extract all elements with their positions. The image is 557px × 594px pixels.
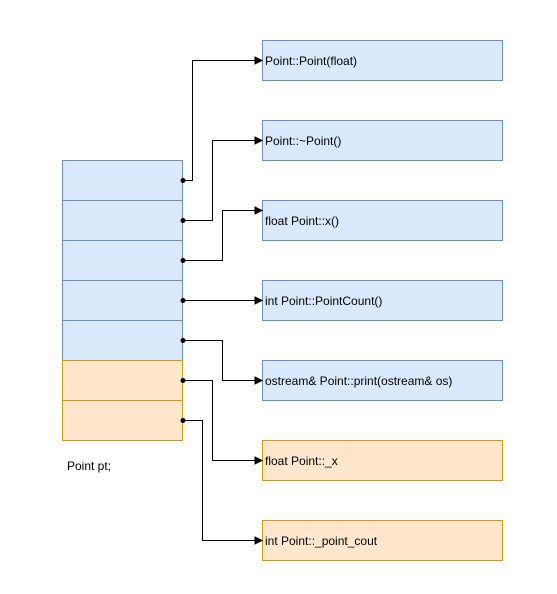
- connector-1-line: [183, 60, 255, 181]
- connector-2-line: [183, 140, 255, 221]
- slot-cell-4[interactable]: [62, 280, 183, 321]
- target-boxes: Point::Point(float) Point::~Point() floa…: [262, 40, 503, 561]
- target-box-pointcount-rect: [262, 280, 503, 321]
- target-box-destructor[interactable]: Point::~Point(): [262, 120, 503, 161]
- connector-3-arrowhead: [254, 206, 264, 215]
- slot-cell-7[interactable]: [62, 400, 183, 441]
- connector-7: [180, 418, 264, 545]
- slot-cell-6[interactable]: [62, 360, 183, 401]
- target-label-x-method: float Point::x(): [265, 214, 339, 228]
- connector-2: [180, 136, 264, 223]
- target-box-constructor[interactable]: Point::Point(float): [262, 40, 503, 81]
- slot-cell-1[interactable]: [62, 160, 183, 201]
- connector-5-line: [183, 340, 255, 381]
- target-box-pointcount[interactable]: int Point::PointCount(): [262, 280, 503, 321]
- target-label-point-cout: int Point::_point_cout: [265, 534, 378, 548]
- slot-cell-5[interactable]: [62, 320, 183, 361]
- target-label-print: ostream& Point::print(ostream& os): [265, 374, 452, 388]
- target-label-x-member: float Point::_x: [265, 454, 338, 468]
- connector-6-line: [183, 380, 255, 461]
- slot-cell-3[interactable]: [62, 240, 183, 281]
- target-label-destructor: Point::~Point(): [265, 134, 341, 148]
- target-label-pointcount: int Point::PointCount(): [265, 294, 382, 308]
- target-box-print-rect: [262, 360, 503, 401]
- connector-6: [180, 378, 264, 465]
- target-box-destructor-rect: [262, 120, 503, 161]
- object-slots: [62, 160, 183, 441]
- connector-4-arrowhead: [254, 296, 264, 305]
- connector-2-arrowhead: [254, 136, 264, 145]
- connector-1: [180, 56, 264, 183]
- connector-3-line: [183, 210, 255, 261]
- target-box-x-method[interactable]: float Point::x(): [262, 200, 503, 241]
- target-box-print[interactable]: ostream& Point::print(ostream& os): [262, 360, 503, 401]
- connector-1-arrowhead: [254, 56, 264, 65]
- connector-6-arrowhead: [254, 456, 264, 465]
- connector-4: [180, 296, 264, 305]
- connectors: [180, 56, 264, 545]
- target-box-constructor-rect: [262, 40, 503, 81]
- target-box-x-member-rect: [262, 440, 503, 481]
- connector-5-arrowhead: [254, 376, 264, 385]
- target-box-point-cout-rect: [262, 520, 503, 561]
- connector-3: [180, 206, 264, 263]
- object-label: Point pt;: [67, 459, 111, 473]
- connector-7-line: [183, 420, 255, 541]
- slot-cell-2[interactable]: [62, 200, 183, 241]
- connector-7-arrowhead: [254, 536, 264, 545]
- target-box-point-cout[interactable]: int Point::_point_cout: [262, 520, 503, 561]
- target-box-x-method-rect: [262, 200, 503, 241]
- target-label-constructor: Point::Point(float): [265, 54, 357, 68]
- target-box-x-member[interactable]: float Point::_x: [262, 440, 503, 481]
- connector-5: [180, 338, 264, 385]
